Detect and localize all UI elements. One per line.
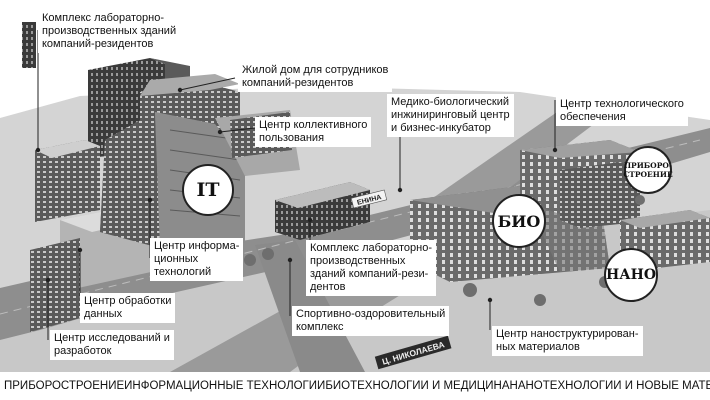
label-collective-center: Центр коллективного пользования xyxy=(255,117,372,147)
label-residential: Жилой дом для сотрудников компаний-резид… xyxy=(238,62,393,92)
label-data-center: Центр обработки данных xyxy=(80,293,176,323)
label-lab-complex-top: Комплекс лабораторно- производственных з… xyxy=(38,10,181,53)
label-biomed-center: Медико-биологический инжиниринговый цент… xyxy=(387,94,514,137)
badge-instrument: ПРИБОРО- СТРОЕНИЕ xyxy=(623,146,673,194)
left-lab-building xyxy=(35,140,100,222)
label-lab-complex-mid: Комплекс лабораторно- производственных з… xyxy=(306,240,437,296)
footer-biotech: БИОТЕХНОЛОГИИ И МЕДИЦИНА xyxy=(325,380,510,392)
badge-nano: НАНО xyxy=(604,248,658,302)
label-nano-center: Центр наноструктурирован- ных материалов xyxy=(492,326,643,356)
label-sports-complex: Спортивно-оздоровительный комплекс xyxy=(292,306,450,336)
badge-it: IT xyxy=(182,164,234,216)
instrument-building xyxy=(560,162,640,228)
lab-complex-tower-bg xyxy=(22,22,36,68)
rd-building xyxy=(30,238,80,332)
leader-dots xyxy=(35,87,558,303)
label-rd-center: Центр исследований и разработок xyxy=(50,330,174,360)
footer-categories: ПРИБОРОСТРОЕНИЕ ИНФОРМАЦИОННЫЕ ТЕХНОЛОГИ… xyxy=(0,372,710,400)
footer-it: ИНФОРМАЦИОННЫЕ ТЕХНОЛОГИИ xyxy=(124,380,326,392)
label-tech-support-center: Центр технологического обеспечения xyxy=(556,96,688,126)
footer-instrument: ПРИБОРОСТРОЕНИЕ xyxy=(4,380,125,392)
label-it-center: Центр информа- ционных технологий xyxy=(150,238,244,281)
badge-bio: БИО xyxy=(492,194,546,248)
footer-nanotech: НАНОТЕХНОЛОГИИ И НОВЫЕ МАТЕРИАЛЫ xyxy=(509,380,710,392)
